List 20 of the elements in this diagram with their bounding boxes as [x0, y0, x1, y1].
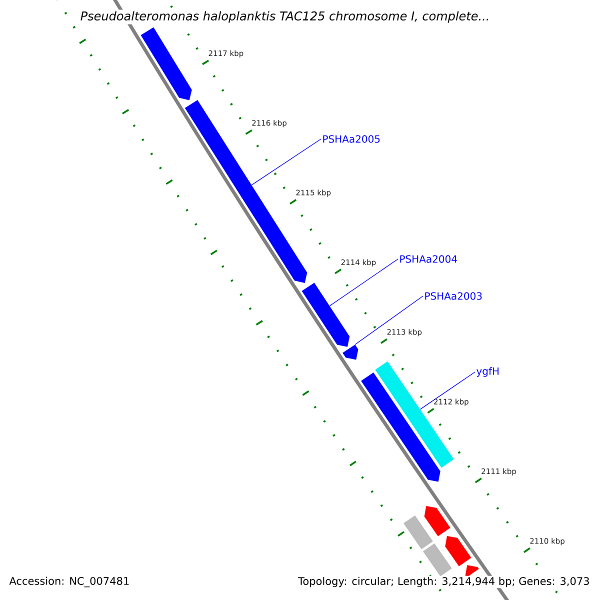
gene-label: ygfH	[476, 367, 499, 377]
gene-feature	[424, 506, 450, 536]
gene-feature	[342, 344, 358, 360]
gene-bar	[422, 543, 452, 576]
gene-feature	[140, 27, 192, 100]
leader-line	[420, 372, 476, 410]
gene-bar	[375, 361, 454, 468]
genome-summary-text: Topology: circular; Length: 3,214,944 bp; Genes: 3,073	[297, 576, 591, 588]
leader-line	[251, 138, 322, 186]
gene-feature	[445, 536, 472, 566]
title: Pseudoalteromonas haloplanktis TAC125 chromosome I, complete...	[78, 10, 492, 24]
leader-line	[354, 296, 424, 345]
accession-text: Accession: NC_007481	[8, 576, 131, 588]
gene-label: PSHAa2004	[400, 255, 457, 263]
gene-bar	[403, 515, 433, 550]
gene-label: PSHAa2005	[323, 135, 380, 143]
gene-feature	[465, 565, 479, 578]
leader-line	[330, 258, 398, 306]
gene-feature	[302, 282, 350, 347]
gene-label: PSHAa2003	[425, 292, 482, 300]
